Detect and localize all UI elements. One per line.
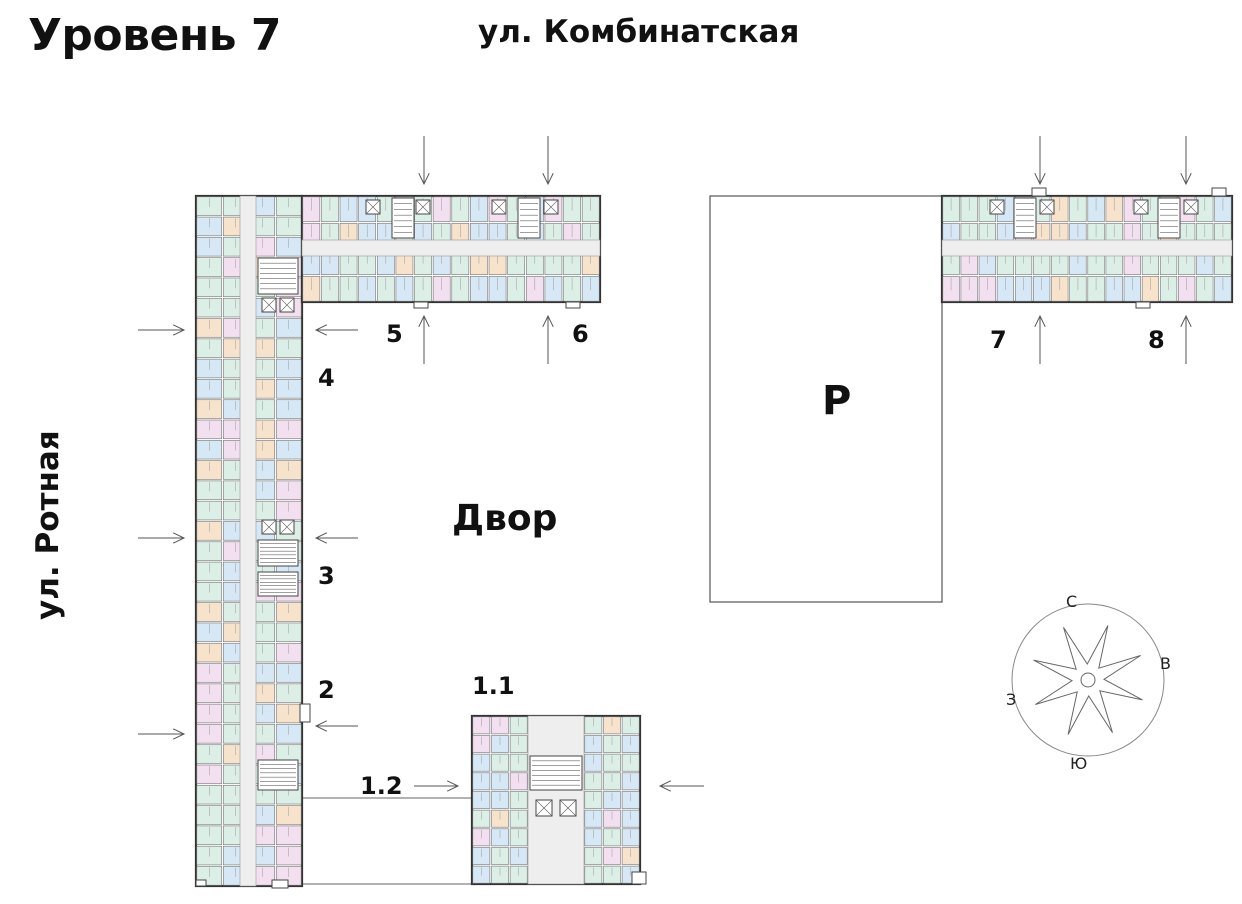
section-label-4[interactable]: 4 [318,364,335,392]
section-label-1-1[interactable]: 1.1 [472,672,515,700]
balcony [1031,187,1047,197]
corridor [301,239,601,257]
balcony [565,301,581,309]
balcony [299,703,311,723]
compass-center [1080,672,1096,688]
level-title: Уровень 7 [28,10,282,61]
section-label-3[interactable]: 3 [318,562,335,590]
section-label-7[interactable]: 7 [990,326,1007,354]
entrance-arrow [542,136,554,186]
stairwell [391,197,415,239]
stairwell [257,571,299,597]
stairwell [1157,197,1181,239]
balcony [1211,187,1227,197]
elevator [535,799,553,817]
section-label-6[interactable]: 6 [572,320,589,348]
section-label-8[interactable]: 8 [1148,326,1165,354]
stairwell [529,755,583,791]
compass-north: С [1066,592,1078,611]
stairwell [257,539,299,567]
elevator [559,799,577,817]
section-label-2[interactable]: 2 [318,676,335,704]
entrance-arrow [1180,314,1192,364]
corridor [941,239,1233,257]
elevator [1133,199,1149,215]
entrance-arrow [1180,136,1192,186]
compass-east: В [1160,654,1171,673]
entrance-arrow [414,780,460,792]
elevator [365,199,381,215]
stairwell [517,197,541,239]
entrance-arrow [542,314,554,364]
entrance-arrow [138,728,186,740]
building-block-1-1 [470,714,642,886]
elevator [279,519,295,535]
elevator [415,199,431,215]
balcony [631,871,647,885]
corridor [239,195,257,887]
entrance-arrow [138,324,186,336]
elevator [1183,199,1199,215]
elevator [261,297,277,313]
compass-ring [1011,603,1165,757]
entrance-arrow [658,780,704,792]
parking-area [709,195,943,603]
balcony [1135,301,1151,309]
entrance-arrow [1034,314,1046,364]
balcony [413,301,429,309]
compass-west: З [1006,690,1017,709]
elevator [989,199,1005,215]
yard-label: Двор [452,498,558,539]
entrance-arrow [1034,136,1046,186]
entrance-arrow [314,324,358,336]
elevator [261,519,277,535]
entrance-arrow [314,532,358,544]
balcony [195,879,207,887]
balcony [271,879,289,889]
section-label-1-2[interactable]: 1.2 [360,772,403,800]
entrance-arrow [314,720,358,732]
elevator [1039,199,1055,215]
parking-label: P [822,378,852,424]
stairwell [257,257,299,295]
entrance-arrow [418,314,430,364]
entrance-arrow [138,532,186,544]
section-label-5[interactable]: 5 [386,320,403,348]
entrance-arrow [418,136,430,186]
elevator [491,199,507,215]
elevator [543,199,559,215]
elevator [279,297,295,313]
compass-south: Ю [1070,754,1088,773]
stairwell [257,759,299,791]
street-name-left: ул. Ротная [30,430,66,620]
stairwell [1013,197,1037,239]
street-name-top: ул. Комбинатская [478,14,800,50]
